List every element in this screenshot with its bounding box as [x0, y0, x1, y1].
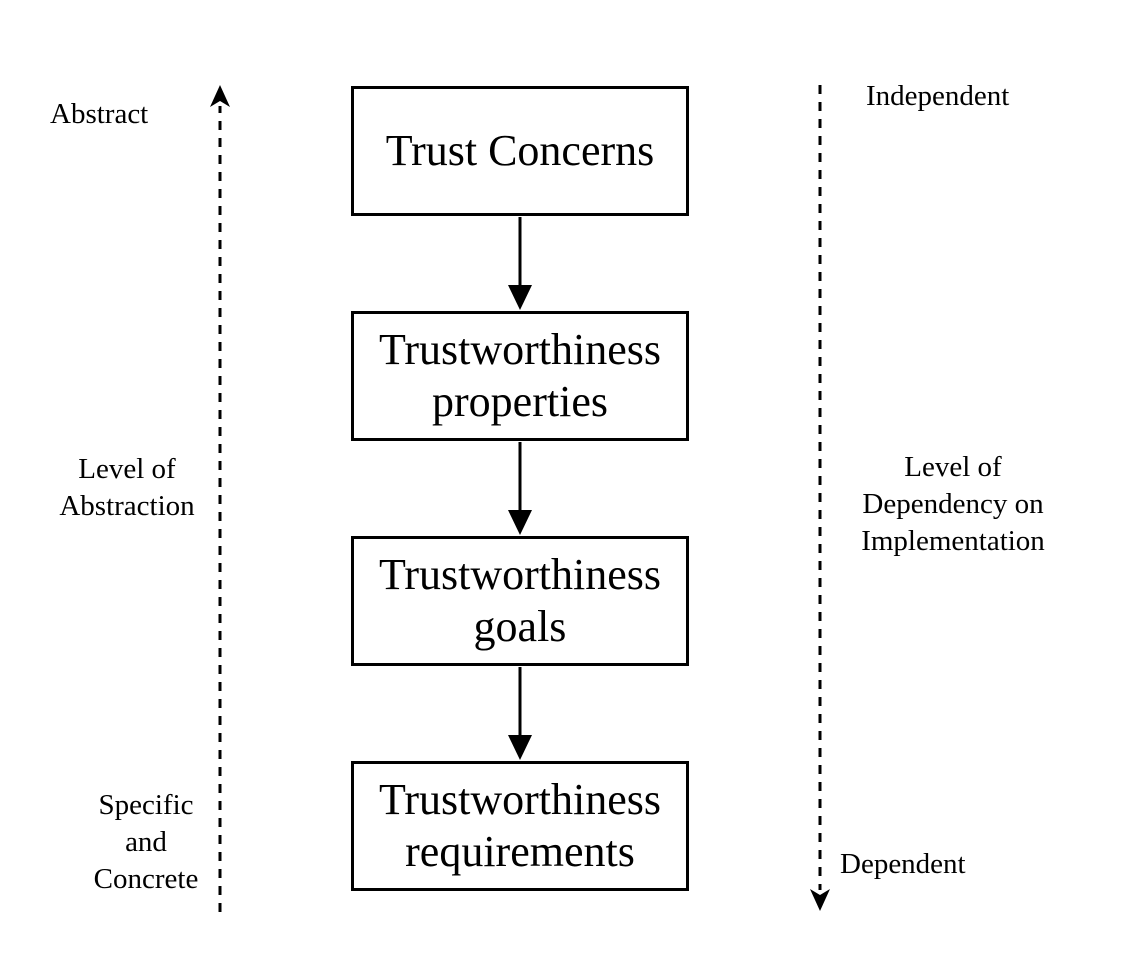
abstraction-axis-arrow: [210, 85, 230, 912]
trustworthiness-requirements-box: Trustworthiness requirements: [351, 761, 689, 891]
flow-arrow-goals-to-requirements: [508, 667, 532, 760]
properties-label-line-2: properties: [432, 377, 608, 426]
independent-label: Independent: [866, 80, 1010, 112]
trustworthiness-properties-box: Trustworthiness properties: [351, 311, 689, 441]
abstract-label: Abstract: [50, 98, 149, 130]
specific-and-concrete-label: Specific and Concrete: [93, 789, 199, 895]
goals-label-line-2: goals: [473, 602, 567, 651]
trust-concerns-box: Trust Concerns: [351, 86, 689, 216]
dependency-axis-arrow: [810, 85, 830, 911]
requirements-label-line-2: requirements: [405, 827, 635, 876]
dependent-label: Dependent: [840, 848, 966, 880]
goals-label-line-1: Trustworthiness: [379, 550, 661, 599]
trustworthiness-goals-box: Trustworthiness goals: [351, 536, 689, 666]
trust-concerns-label: Trust Concerns: [385, 126, 655, 175]
flow-arrow-properties-to-goals: [508, 442, 532, 535]
properties-label-line-1: Trustworthiness: [379, 325, 661, 374]
level-of-dependency-label: Level of Dependency on Implementation: [861, 451, 1045, 557]
level-of-abstraction-label: Level of Abstraction: [59, 453, 195, 522]
requirements-label-line-1: Trustworthiness: [379, 775, 661, 824]
flow-arrow-concerns-to-properties: [508, 217, 532, 310]
